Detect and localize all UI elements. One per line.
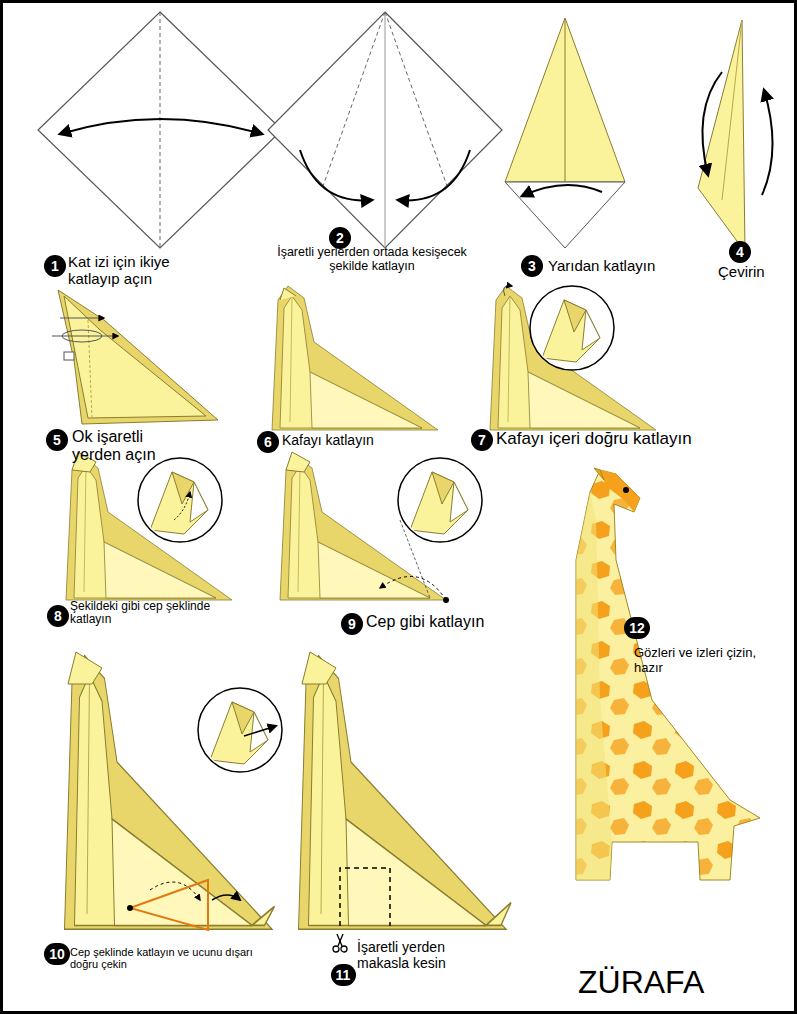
step-number: 10 — [44, 943, 70, 965]
step-number-text: 7 — [478, 433, 486, 447]
step-number: 11 — [331, 964, 356, 986]
step-number-text: 11 — [336, 968, 351, 982]
step-number-text: 5 — [53, 433, 61, 447]
step-caption: Kafayı katlayın — [282, 433, 432, 449]
step-caption: Gözleri ve izleri çizin, hazır — [634, 646, 764, 675]
step-caption: Yarıdan katlayın — [548, 258, 688, 275]
step-caption: Kafayı içeri doğru katlayın — [496, 429, 786, 448]
step-number-text: 4 — [736, 245, 744, 259]
step-number-text: 10 — [49, 947, 65, 961]
step-caption: Şekildeki gibi cep şeklinde katlayın — [70, 600, 230, 627]
step-number-text: 2 — [336, 231, 344, 245]
step-number: 9 — [341, 613, 363, 635]
step-caption: Cep şeklinde katlayın ve ucunu dışarı do… — [70, 946, 280, 971]
step-number: 4 — [729, 241, 751, 263]
step-number: 8 — [47, 605, 69, 627]
title: ZÜRAFA — [578, 966, 704, 998]
step-caption: Cep gibi katlayın — [366, 613, 546, 631]
step-caption: İşaretli yerden makasla kesin — [357, 940, 492, 971]
step-number-text: 6 — [264, 435, 272, 449]
step-caption: İşaretli yerlerden ortada kesişecek şeki… — [272, 245, 472, 273]
step-number-text: 12 — [629, 621, 645, 635]
step-caption: Kat izi için ikiye katlayıp açın — [68, 254, 193, 288]
step-number-text: 8 — [54, 609, 62, 623]
step-number: 1 — [44, 255, 66, 277]
step-number: 5 — [46, 429, 68, 451]
step-number-text: 9 — [348, 617, 356, 631]
step-number: 6 — [257, 431, 279, 453]
step-number: 12 — [624, 617, 650, 639]
step-caption: Ok işaretli yerden açın — [72, 428, 192, 464]
step-number: 7 — [471, 429, 493, 451]
step-number-text: 3 — [528, 259, 536, 273]
step-number: 3 — [521, 255, 543, 277]
step-number-text: 1 — [51, 259, 59, 273]
step-caption: Çevirin — [718, 264, 793, 281]
